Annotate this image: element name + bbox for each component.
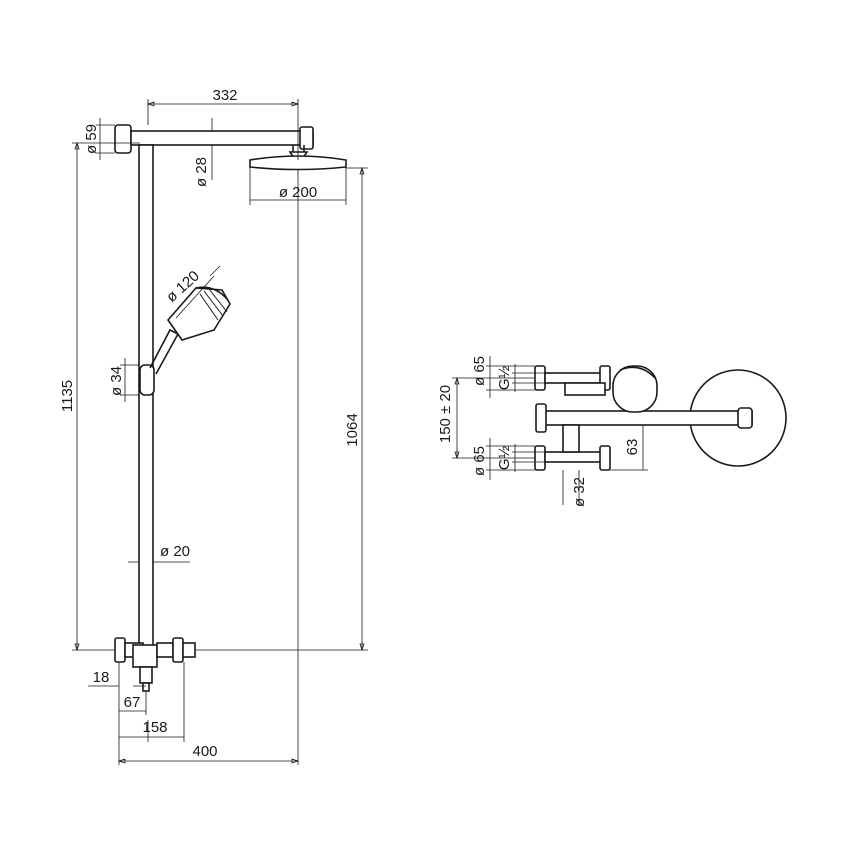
shower-column (138, 144, 154, 648)
side-arm (543, 410, 753, 426)
dim-label-18: 18 (93, 669, 110, 686)
dim-label-1135: 1135 (59, 380, 76, 412)
dim-label-dia-20: ø 20 (160, 543, 190, 560)
dim-label-400: 400 (192, 743, 217, 760)
side-hand-shower (612, 365, 658, 413)
arm-end-cap (299, 126, 314, 150)
side-view: ø 65 G½ 150 ± 20 ø 65 G½ 63 ø 32 (437, 356, 787, 507)
dim-label-top-dia-65: ø 65 (471, 356, 488, 386)
dim-label-63: 63 (624, 439, 641, 456)
shower-arm (130, 130, 314, 146)
dim-label-158: 158 (142, 719, 167, 736)
dim-label-dia-59: ø 59 (83, 124, 100, 154)
front-view: 332 ø 59 ø 28 ø 200 ø 120 ø 34 ø 20 1135… (59, 87, 368, 765)
dim-label-332: 332 (212, 87, 237, 104)
dim-label-bottom-dia-65: ø 65 (471, 446, 488, 476)
dim-label-67: 67 (124, 694, 141, 711)
dim-label-dia-34: ø 34 (108, 366, 125, 396)
hand-shower (166, 286, 231, 341)
holder-arm (149, 328, 180, 375)
thermostatic-mixer (114, 637, 196, 692)
dim-label-spacing: 150 ± 20 (437, 385, 454, 443)
wall-mount-top (114, 124, 132, 154)
side-upper-valve (534, 365, 611, 396)
dim-label-1064: 1064 (344, 413, 361, 446)
dim-label-dia-28: ø 28 (193, 157, 210, 187)
dim-label-bottom-thread: G½ (496, 445, 513, 470)
dim-label-dia-32: ø 32 (571, 477, 588, 507)
hand-shower-slider (139, 364, 155, 396)
